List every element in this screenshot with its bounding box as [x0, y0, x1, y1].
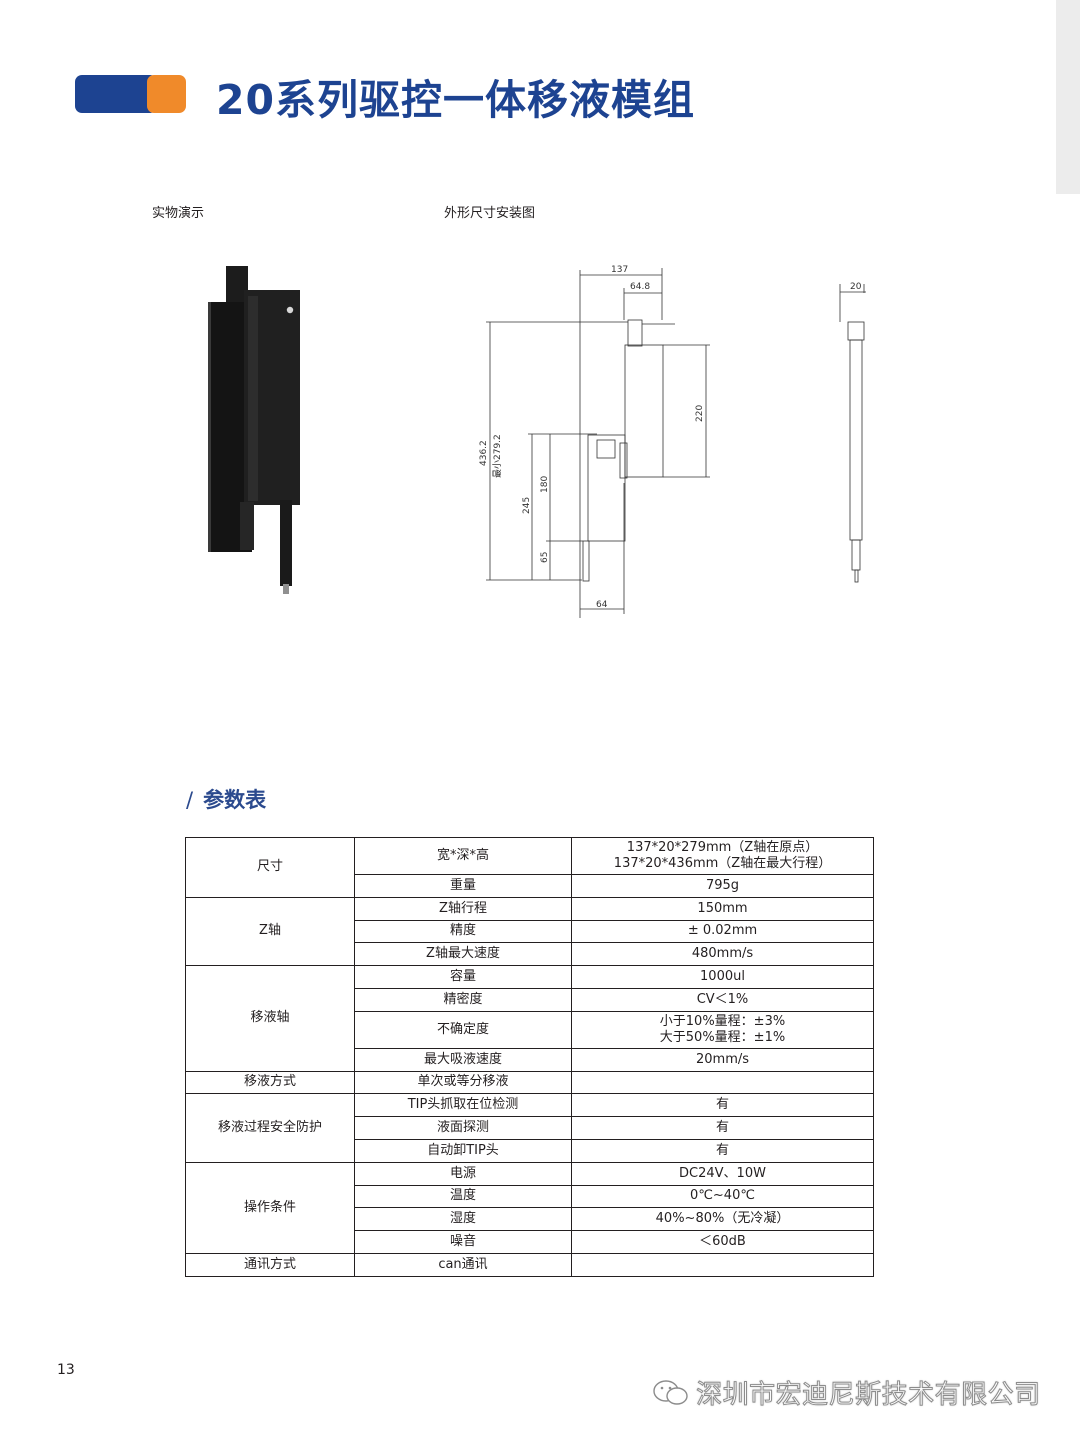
param-value: 150mm — [571, 896, 874, 921]
section-slash: / — [186, 788, 194, 812]
parameter-table: 尺寸 宽*深*高 137*20*279mm（Z轴在原点）137*20*436mm… — [185, 837, 874, 1277]
param-value-line: 137*20*279mm（Z轴在原点） — [626, 840, 819, 855]
param-label: 自动卸TIP头 — [354, 1138, 572, 1163]
param-value: CV＜1% — [571, 987, 874, 1012]
dim-245: 245 — [522, 497, 532, 514]
param-value: DC24V、10W — [571, 1161, 874, 1186]
table-row: 移液轴 容量 1000ul — [185, 965, 874, 1072]
param-value-empty — [571, 1070, 874, 1095]
param-label: 液面探测 — [354, 1116, 572, 1140]
dim-min-279-2: 最小279.2 — [492, 434, 503, 478]
param-value-line: 大于50%量程：±1% — [659, 1029, 786, 1045]
param-value: ＜60dB — [571, 1230, 874, 1254]
dim-180: 180 — [540, 476, 550, 493]
page-number: 13 — [57, 1362, 75, 1378]
param-value: 有 — [571, 1116, 874, 1140]
wechat-icon — [653, 1379, 688, 1405]
param-value: ± 0.02mm — [571, 919, 874, 944]
param-label: 容量 — [354, 965, 572, 989]
group-cell: 操作条件 — [185, 1161, 355, 1254]
section-title: / 参数表 — [186, 784, 266, 814]
param-label: 温度 — [354, 1184, 572, 1209]
param-label: 最大吸液速度 — [354, 1047, 572, 1072]
section-title-text: 参数表 — [203, 788, 267, 812]
param-value: 137*20*279mm（Z轴在原点）137*20*436mm（Z轴在最大行程） — [571, 837, 874, 875]
table-row: 移液过程安全防护 TIP头抓取在位检测 有 — [185, 1093, 874, 1163]
table-row: 尺寸 宽*深*高 137*20*279mm（Z轴在原点）137*20*436mm… — [185, 837, 874, 898]
param-value-line: 137*20*436mm（Z轴在最大行程） — [613, 856, 832, 871]
group-cell: 尺寸 — [185, 837, 355, 898]
table-row: Z轴 Z轴行程 150mm — [185, 896, 874, 967]
watermark: 深圳市宏迪尼斯技术有限公司 — [651, 1374, 1041, 1411]
dim-436-2: 436.2 — [479, 440, 489, 466]
param-label: 精度 — [354, 919, 572, 944]
table-row: 精密度 CV＜1% — [186, 987, 874, 1012]
group-cell: Z轴 — [185, 896, 355, 967]
side-tab-decoration — [1056, 0, 1080, 194]
table-row: 自动卸TIP头 有 — [186, 1138, 874, 1163]
param-label: 不确定度 — [354, 1010, 572, 1049]
param-label: 宽*深*高 — [354, 837, 572, 875]
group-cell: 通讯方式 — [185, 1252, 355, 1277]
param-label: 湿度 — [354, 1207, 572, 1232]
product-photo — [208, 266, 300, 594]
drawing-caption: 外形尺寸安装图 — [444, 206, 536, 221]
param-label: 重量 — [354, 874, 572, 898]
param-label: 噪音 — [354, 1230, 572, 1254]
param-label: 精密度 — [354, 987, 572, 1012]
page-title: 20系列驱控一体移液模组 — [216, 76, 696, 124]
group-cell: 移液过程安全防护 — [185, 1093, 355, 1163]
param-value: 有 — [571, 1093, 874, 1118]
group-cell: 移液方式 — [185, 1070, 355, 1095]
dim-64-8: 64.8 — [630, 282, 650, 292]
param-value-empty — [571, 1252, 874, 1277]
header-bar-blue — [75, 75, 157, 113]
param-label: Z轴行程 — [354, 896, 572, 921]
table-row: 精度 ± 0.02mm — [186, 919, 874, 944]
table-row: Z轴最大速度 480mm/s — [186, 942, 874, 967]
param-label: TIP头抓取在位检测 — [354, 1093, 572, 1118]
param-label: 单次或等分移液 — [354, 1070, 572, 1095]
dim-65: 65 — [540, 552, 550, 563]
dim-20: 20 — [850, 282, 862, 292]
watermark-text: 深圳市宏迪尼斯技术有限公司 — [696, 1380, 1041, 1411]
param-value: 20mm/s — [571, 1047, 874, 1072]
dim-220: 220 — [695, 405, 705, 422]
param-value: 小于10%量程：±3%大于50%量程：±1% — [571, 1010, 874, 1049]
group-cell: 移液轴 — [185, 965, 355, 1072]
param-label: 电源 — [354, 1161, 572, 1186]
table-row: 移液方式 单次或等分移液 — [185, 1070, 874, 1095]
param-value: 0℃~40℃ — [571, 1184, 874, 1209]
param-value: 480mm/s — [571, 942, 874, 967]
param-value: 795g — [571, 874, 874, 898]
param-value: 有 — [571, 1138, 874, 1163]
photo-caption: 实物演示 — [152, 206, 205, 221]
table-row: 通讯方式 can通讯 — [185, 1252, 874, 1277]
table-row: 重量 795g — [186, 874, 874, 898]
param-value-line: 小于10%量程：±3% — [659, 1013, 786, 1029]
dim-137: 137 — [611, 265, 628, 275]
param-label: Z轴最大速度 — [354, 942, 572, 967]
param-label: can通讯 — [354, 1252, 572, 1277]
dimension-drawing: 137 64.8 436.2 最小279.2 220 245 180 65 64… — [479, 265, 866, 618]
table-row: 最大吸液速度 20mm/s — [186, 1047, 874, 1072]
param-value: 40%~80%（无冷凝） — [571, 1207, 874, 1232]
param-value: 1000ul — [571, 965, 874, 989]
header-bar-orange — [147, 75, 186, 113]
table-row: 操作条件 电源 DC24V、10W — [185, 1161, 874, 1254]
dim-64: 64 — [596, 600, 608, 610]
table-row: 不确定度 小于10%量程：±3%大于50%量程：±1% — [186, 1010, 874, 1049]
